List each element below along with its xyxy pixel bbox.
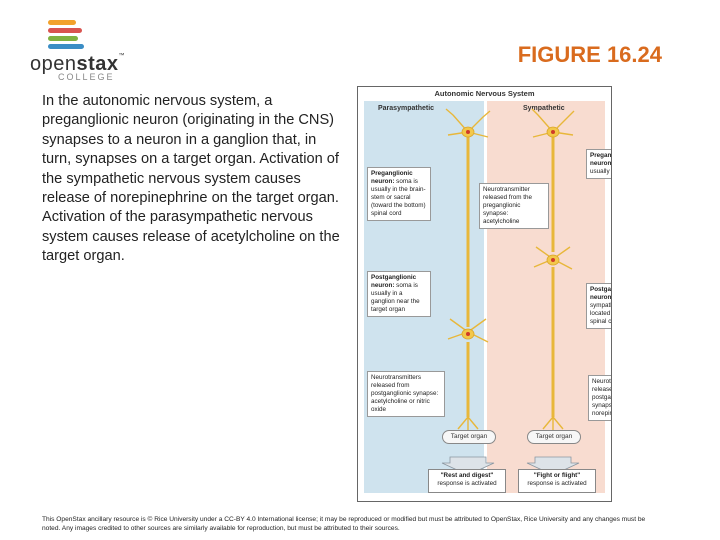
pre-neurotransmitter-note: Neurotransmitter released from the prega… — [479, 183, 549, 229]
sym-target-organ: Target organ — [527, 430, 581, 444]
figure-caption: In the autonomic nervous system, a prega… — [42, 93, 340, 265]
license-footer: This OpenStax ancillary resource is © Ri… — [42, 516, 646, 532]
para-response-box: "Rest and digest"response is activated — [428, 469, 506, 493]
openstax-logo: openstax™ COLLEGE — [30, 20, 125, 82]
sympathetic-panel — [487, 101, 605, 493]
para-postganglionic-note: Postganglionic neuron: soma is usually i… — [367, 271, 431, 317]
sym-postganglionic-note: Postganglionic neuron: soma is in a symp… — [586, 283, 611, 329]
sympathetic-heading: Sympathetic — [523, 105, 565, 112]
logo-wordmark: openstax™ — [30, 53, 126, 75]
para-target-organ: Target organ — [442, 430, 496, 444]
para-post-neurotransmitter-note: Neurotransmitters released from postgang… — [367, 371, 445, 417]
para-preganglionic-note: Preganglionic neuron: soma is usually in… — [367, 167, 431, 221]
sym-post-neurotransmitter-note: Neurotransmitter released from postgangl… — [588, 375, 611, 421]
sym-response-box: "Fight or flight"response is activated — [518, 469, 596, 493]
ans-diagram: Autonomic Nervous System Parasympathetic… — [357, 86, 612, 502]
diagram-title: Autonomic Nervous System — [434, 89, 535, 98]
sym-preganglionic-note: Preganglionic neuron: soma is usually in… — [586, 149, 611, 179]
logo-bars-icon — [48, 20, 84, 52]
neuron-illustration — [441, 108, 580, 476]
parasympathetic-heading: Parasympathetic — [378, 105, 435, 112]
logo-subtitle: COLLEGE — [58, 72, 115, 82]
figure-title: FIGURE 16.24 — [517, 42, 662, 67]
